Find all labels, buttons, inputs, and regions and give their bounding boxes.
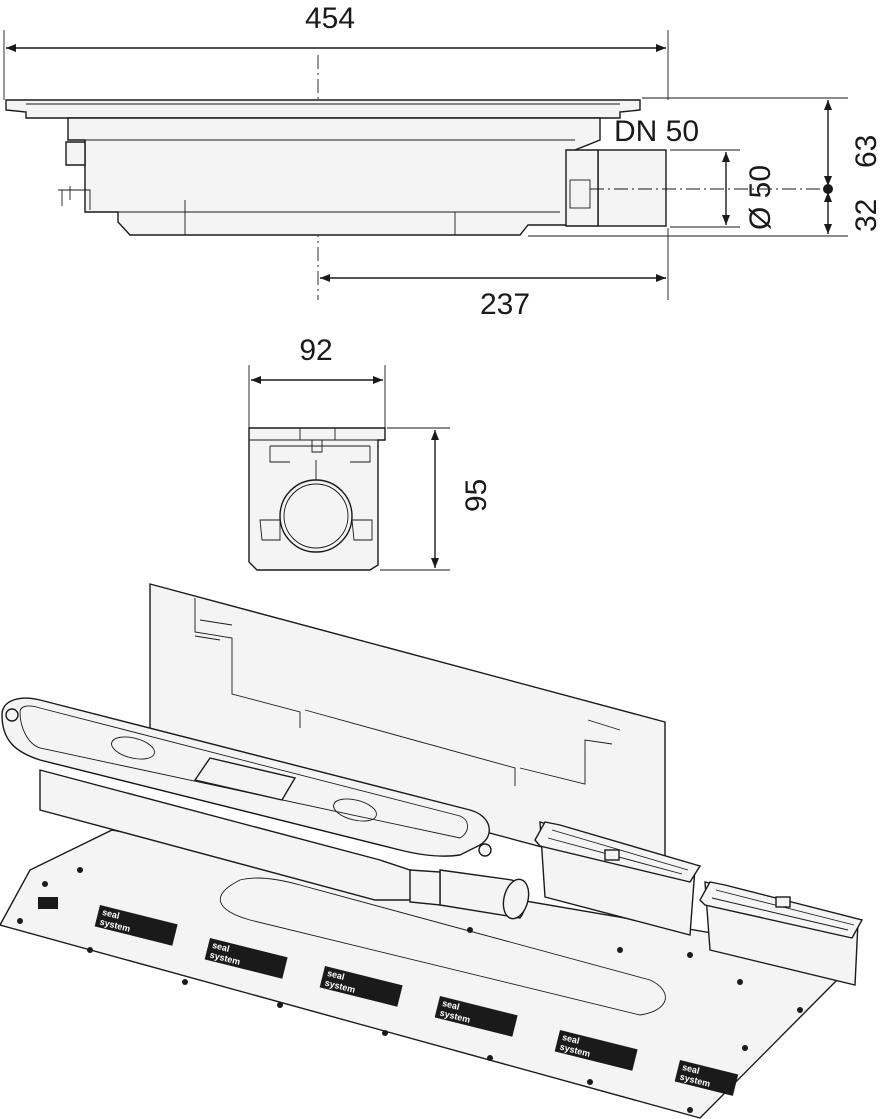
dim-total-height: 63 bbox=[850, 135, 881, 168]
end-view: 92 95 bbox=[248, 334, 493, 571]
dim-outlet-center-height: 32 bbox=[850, 199, 881, 232]
funnel-box-2 bbox=[699, 881, 864, 986]
outlet-pipe bbox=[597, 149, 667, 227]
dim-outlet-offset: 237 bbox=[480, 288, 530, 321]
svg-text:seal: seal bbox=[211, 940, 230, 954]
dim-width: 92 bbox=[299, 334, 332, 367]
side-view: 454 DN 50 Ø 50 63 32 bbox=[3, 2, 881, 321]
svg-text:seal: seal bbox=[441, 998, 460, 1012]
funnel-box-1 bbox=[534, 821, 702, 936]
dim-overall-length: 454 bbox=[305, 2, 355, 35]
svg-text:seal: seal bbox=[561, 1032, 580, 1046]
dim-height: 95 bbox=[460, 479, 493, 512]
dim-outlet-nominal: DN 50 bbox=[614, 115, 699, 148]
svg-text:seal: seal bbox=[681, 1062, 700, 1076]
dim-outlet-diameter: Ø 50 bbox=[744, 165, 777, 230]
svg-text:seal: seal bbox=[101, 907, 120, 921]
svg-text:seal: seal bbox=[326, 968, 345, 982]
outlet-circle bbox=[279, 479, 353, 553]
